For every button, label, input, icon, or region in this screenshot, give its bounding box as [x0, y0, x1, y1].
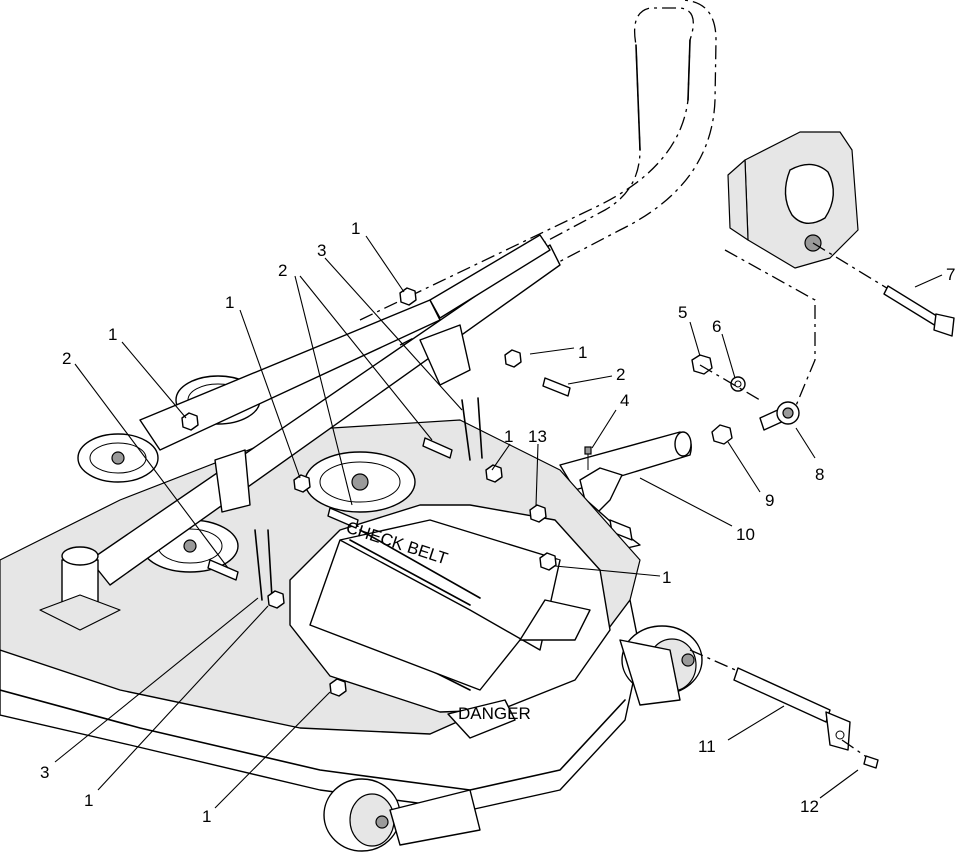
callout-label: 1	[202, 807, 211, 826]
callout-label: 3	[317, 241, 326, 260]
callout-label: 7	[946, 265, 955, 284]
callout-label: 1	[578, 343, 587, 362]
pin-11	[689, 649, 879, 769]
callout-label: 1	[84, 791, 93, 810]
callout-label: 2	[616, 365, 625, 384]
danger-decal: DANGER	[447, 699, 531, 739]
callout-label: 6	[712, 317, 721, 336]
callout-label: 2	[62, 349, 71, 368]
hardware-stack	[691, 354, 800, 445]
callout-label: 5	[678, 303, 687, 322]
leader-lines	[54, 235, 943, 809]
deck-frame	[39, 234, 561, 631]
callout-label: 4	[620, 391, 629, 410]
mower-deck	[0, 419, 641, 811]
callout-label: 2	[278, 261, 287, 280]
callout-label: 3	[40, 763, 49, 782]
callout-label: 10	[736, 525, 755, 544]
callout-label: 12	[800, 797, 819, 816]
callout-label: 8	[815, 465, 824, 484]
bolt-7	[812, 242, 955, 337]
roll-bar	[359, 0, 717, 346]
danger-decal-text: DANGER	[458, 704, 531, 723]
callout-labels: 1 1 1 1 1 1 1 1 2 2 2 3 3 4 5 6 7 8 9 10…	[40, 219, 955, 826]
chains	[254, 397, 483, 601]
callout-label: 1	[108, 325, 117, 344]
pivot-bracket	[724, 131, 859, 421]
wheels	[323, 625, 703, 852]
callout-label: 13	[528, 427, 547, 446]
callout-label: 1	[351, 219, 360, 238]
callout-label: 1	[225, 293, 234, 312]
callout-label: 11	[698, 737, 716, 756]
callout-label: 1	[504, 427, 513, 446]
callout-label: 9	[765, 491, 774, 510]
callout-label: 1	[662, 568, 671, 587]
